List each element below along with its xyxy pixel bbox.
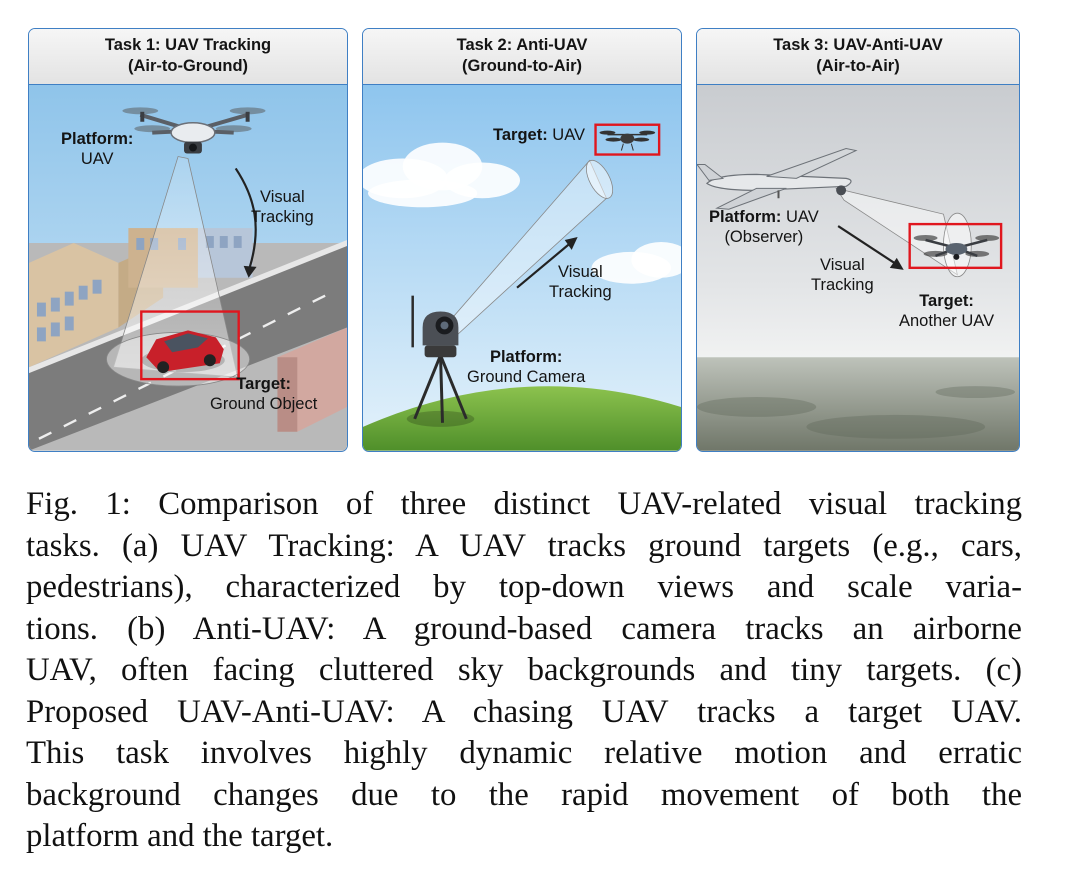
visual-tracking-label: Visual Tracking xyxy=(811,256,874,294)
clouds xyxy=(363,142,681,284)
target-bounding-box xyxy=(140,310,240,381)
platform-key: Platform: xyxy=(61,130,134,148)
figure-caption: Fig. 1: Comparison of three distinct UAV… xyxy=(26,484,1022,858)
caption-line: UAV, often facing cluttered sky backgrou… xyxy=(26,652,1022,688)
platform-value: UAV xyxy=(80,150,114,168)
panel-title-line1: Task 3: UAV-Anti-UAV xyxy=(773,36,943,54)
panel-title: Task 2: Anti-UAV (Ground-to-Air) xyxy=(363,29,681,85)
platform-value: UAV xyxy=(786,208,819,226)
platform-label: Platform: Ground Camera xyxy=(467,347,585,387)
target-value: Another UAV xyxy=(899,312,995,330)
panel-uav-tracking: Task 1: UAV Tracking (Air-to-Ground) Pla… xyxy=(28,28,348,452)
platform-label: Platform: UAV xyxy=(61,129,133,169)
panel-uav-anti-uav: Task 3: UAV-Anti-UAV (Air-to-Air) Platfo… xyxy=(696,28,1020,452)
platform-key: Platform: xyxy=(709,208,782,226)
quadcopter-drone-icon xyxy=(122,107,266,154)
target-key: Target: xyxy=(919,292,974,310)
visual-tracking-label: Visual Tracking xyxy=(251,188,314,226)
caption-line: platform and the target. xyxy=(26,818,334,854)
tracking-arrow xyxy=(516,241,573,289)
target-value: Ground Object xyxy=(210,395,318,413)
panel-title-line2: (Air-to-Ground) xyxy=(127,57,249,75)
tracking-arrow xyxy=(234,167,257,269)
caption-line: background changes due to the rapid move… xyxy=(26,776,1022,813)
tracking-cone xyxy=(112,156,239,378)
target-bounding-box xyxy=(908,222,1003,270)
uav-tracking-scene xyxy=(29,84,347,451)
caption-line: pedestrians), characterized by top-down … xyxy=(26,569,1022,605)
caption-line: tions. (b) Anti-UAV: A ground-based came… xyxy=(26,610,1022,647)
panel-title-line1: Task 1: UAV Tracking xyxy=(104,36,272,54)
car-target xyxy=(141,330,225,374)
uav-anti-uav-scene xyxy=(697,84,1019,451)
terrain xyxy=(697,357,1019,451)
target-key: Target: xyxy=(493,126,548,144)
target-value: UAV xyxy=(552,126,585,144)
anti-uav-scene xyxy=(363,84,681,451)
target-label: Target: Ground Object xyxy=(210,374,317,414)
panel-title-line2: (Air-to-Air) xyxy=(816,57,900,75)
ground-camera-icon xyxy=(406,295,475,427)
small-drone-icon xyxy=(599,130,656,151)
target-label: Target: Another UAV xyxy=(899,291,994,331)
panel-title-line1: Task 2: Anti-UAV xyxy=(456,36,588,54)
panel-title: Task 1: UAV Tracking (Air-to-Ground) xyxy=(29,29,347,85)
fixed-wing-uav-icon xyxy=(697,148,858,210)
target-label: Target: UAV xyxy=(493,125,585,145)
caption-line: tasks. (a) UAV Tracking: A UAV tracks gr… xyxy=(26,527,1022,564)
target-key: Target: xyxy=(236,375,291,393)
panel-title: Task 3: UAV-Anti-UAV (Air-to-Air) xyxy=(697,29,1019,85)
panel-title-line2: (Ground-to-Air) xyxy=(461,57,583,75)
target-bounding-box xyxy=(594,123,661,156)
platform-key: Platform: xyxy=(489,348,563,366)
target-quadcopter-icon xyxy=(913,235,1000,260)
tracking-arrow xyxy=(837,225,897,265)
platform-label: Platform: UAV (Observer) xyxy=(709,207,819,247)
caption-line: Fig. 1: Comparison of three distinct UAV… xyxy=(26,486,1022,522)
visual-tracking-label: Visual Tracking xyxy=(549,263,612,301)
platform-value: Ground Camera xyxy=(467,368,586,386)
caption-line: This task involves highly dynamic relati… xyxy=(26,735,1022,771)
caption-line: Proposed UAV-Anti-UAV: A chasing UAV tra… xyxy=(26,693,1022,730)
platform-sub: (Observer) xyxy=(724,228,804,246)
panel-anti-uav: Task 2: Anti-UAV (Ground-to-Air) Target:… xyxy=(362,28,682,452)
